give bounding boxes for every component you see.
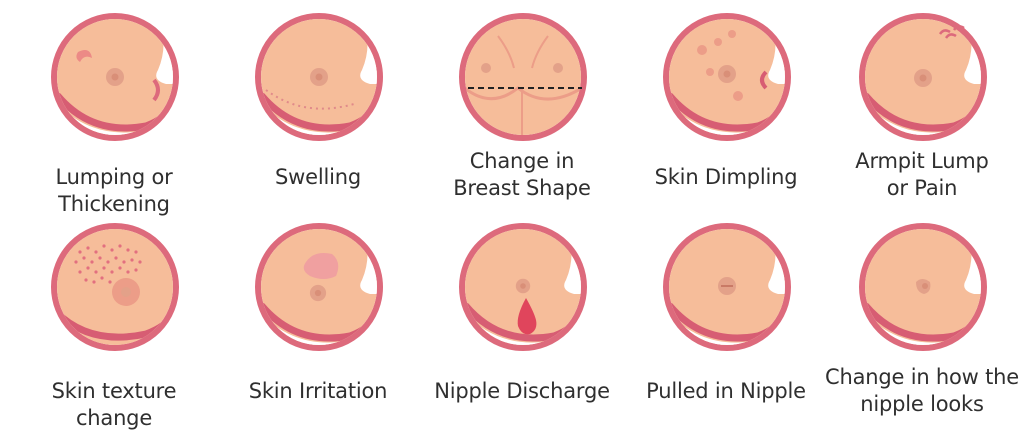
shape-change-icon [459,13,587,141]
symptom-label-line2: nipple looks [860,392,984,416]
symptom-label: Pulled in Nipple [624,378,828,405]
symptom-label-line1: Lumping or Thickening [55,165,173,216]
symptom-label-line1: Armpit Lump [855,149,989,173]
symptom-label-line1: Nipple Discharge [434,379,610,403]
symptom-card-pulled-nipple: Pulled in Nipple [624,222,828,436]
symptom-label: Skin Irritation [216,378,420,405]
lump-icon [50,12,180,142]
symptom-label-line1: Swelling [275,165,361,189]
symptom-label-line1: Pulled in Nipple [646,379,806,403]
symptom-label-line1: Skin texture change [51,379,177,430]
symptom-card-nipple-change: Change in how the nipple looks [820,222,1024,436]
symptom-label: Change in how the nipple looks [820,364,1024,418]
symptom-card-dimpling: Skin Dimpling [624,12,828,226]
symptom-label-line2: Breast Shape [453,176,591,200]
pulled-nipple-icon [662,222,792,352]
symptom-label-line2: or Pain [886,176,958,200]
symptom-label-line1: Skin Irritation [248,379,388,403]
symptom-card-texture: Skin texture change [12,222,216,436]
symptom-card-swelling: Swelling [216,12,420,226]
symptom-label-line1: Change in [469,149,575,173]
symptom-card-lumping: Lumping or Thickening [12,12,216,226]
symptom-label: Nipple Discharge [420,378,624,405]
swelling-icon [254,12,384,142]
armpit-icon [858,12,988,142]
symptom-card-shape: Change in Breast Shape [420,12,624,226]
symptom-label: Change in Breast Shape [420,148,624,202]
discharge-icon [458,222,588,352]
dimpling-icon [662,12,792,142]
symptom-label-line1: Skin Dimpling [654,165,798,189]
symptom-card-armpit: Armpit Lump or Pain [820,12,1024,226]
symptom-label: Swelling [216,164,420,191]
symptom-label-line1: Change in how the [825,365,1019,389]
irritation-icon [254,222,384,352]
texture-icon [51,223,179,351]
symptom-label: Skin Dimpling [624,164,828,191]
nipple-change-icon [858,222,988,352]
symptom-card-irritation: Skin Irritation [216,222,420,436]
symptom-label: Armpit Lump or Pain [820,148,1024,202]
symptom-label: Skin texture change [12,378,216,432]
symptom-label: Lumping or Thickening [12,164,216,218]
symptom-card-discharge: Nipple Discharge [420,222,624,436]
